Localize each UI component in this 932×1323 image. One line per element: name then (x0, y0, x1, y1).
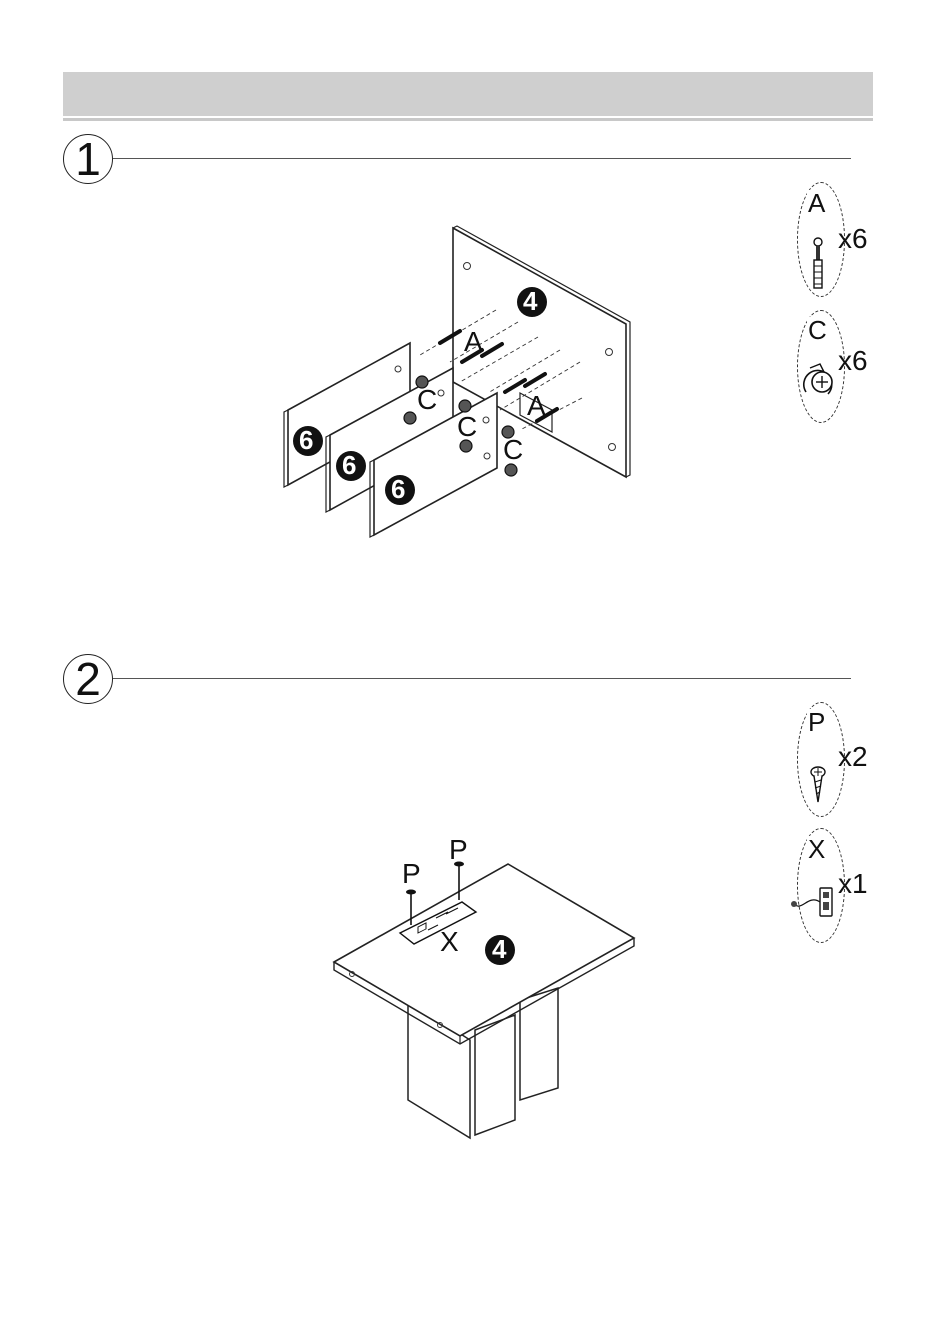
label-p-left: P (402, 860, 421, 888)
screw-icon (808, 766, 828, 806)
label-x: X (440, 928, 459, 956)
part-p-letter: P (807, 709, 826, 735)
panel-4-top-badge-label: 4 (492, 936, 506, 962)
part-p-quantity: x2 (838, 743, 868, 771)
label-p-right: P (449, 836, 468, 864)
part-x-quantity: x1 (838, 870, 868, 898)
part-x-letter: X (807, 836, 826, 862)
power-outlet-icon (788, 882, 838, 922)
